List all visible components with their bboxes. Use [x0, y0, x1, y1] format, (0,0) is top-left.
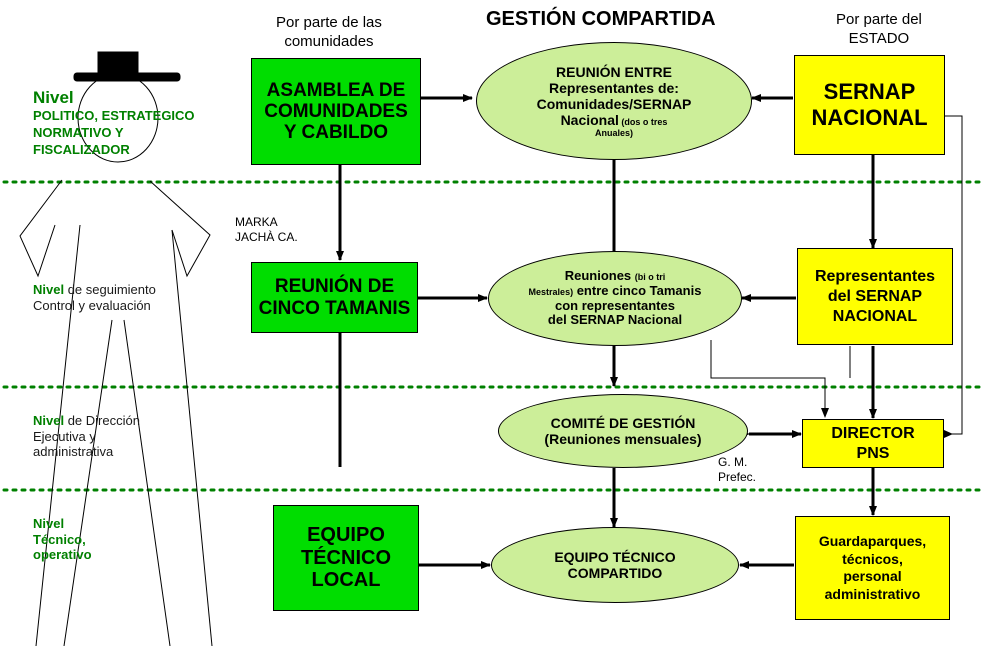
level-direccion-rest: de Dirección — [64, 413, 140, 428]
arrows — [336, 94, 877, 569]
reunion-entre-line2: Representantes de: — [549, 79, 679, 96]
level-seguimiento-line2: Control y evaluación — [33, 297, 151, 313]
reunion-entre-line4: Nacional — [560, 111, 619, 128]
hat-brim — [73, 72, 181, 82]
equipo-compartido-ellipse: EQUIPO TÉCNICO COMPARTIDO — [491, 527, 739, 603]
left-leg-inner — [63, 319, 113, 646]
sernap-nacional-box: SERNAP NACIONAL — [794, 55, 945, 155]
level-tecnico-word: Nivel — [33, 516, 65, 531]
reuniones-line1-small: (bi o tri — [634, 271, 666, 282]
level-politico-line2: NORMATIVO Y — [33, 124, 124, 140]
level-tecnico-line3: operativo — [33, 547, 92, 563]
cinco-tamanis-line2: CINCO TAMANIS — [258, 297, 411, 319]
left-leg-outer — [35, 224, 81, 646]
communities-header-line2: comunidades — [284, 32, 374, 50]
hat-crown — [97, 51, 139, 77]
left-arm — [19, 179, 63, 278]
reuniones-line2-small: Mestrales) — [528, 286, 574, 297]
representantes-sernap-box: Representantes del SERNAP NACIONAL — [797, 248, 953, 345]
guardaparques-line2: técnicos, — [842, 550, 903, 567]
asamblea-line3: Y CABILDO — [283, 122, 389, 144]
representantes-line3: NACIONAL — [832, 307, 918, 325]
sernap-line2: NACIONAL — [811, 105, 928, 130]
state-header-line1: Por parte del — [836, 11, 922, 28]
state-header-line2: ESTADO — [848, 29, 910, 47]
human-figure — [19, 51, 213, 646]
level-politico-line1: POLITICO, ESTRATEGICO — [33, 108, 195, 123]
guardaparques-line1: Guardaparques, — [818, 533, 927, 549]
gm-annotation: G. M. Prefec. — [718, 455, 756, 485]
guardaparques-line3: personal — [843, 568, 902, 584]
right-leg-outer — [171, 229, 213, 646]
level-politico: Nivel POLITICO, ESTRATEGICO NORMATIVO Y … — [33, 88, 195, 159]
level-direccion: Nivel de Dirección Ejecutiva y administr… — [33, 413, 140, 460]
thin-arrowheads — [821, 408, 953, 438]
equipo-local-line1: EQUIPO — [307, 524, 385, 547]
marka-line2: JACHÀ CA. — [235, 230, 298, 244]
level-tecnico: Nivel Técnico, operativo — [33, 516, 92, 563]
gm-line2: Prefec. — [718, 470, 757, 484]
equipo-local-line2: TÉCNICO — [301, 546, 391, 569]
reuniones-line1: Reuniones — [564, 267, 635, 283]
level-direccion-word: Nivel — [33, 413, 65, 428]
equipo-compartido-line2: COMPARTIDO — [567, 565, 663, 581]
asamblea-line1: ASAMBLEA DE — [266, 79, 406, 101]
cinco-tamanis-line1: REUNIÓN DE — [274, 276, 395, 298]
reunion-entre-line5-small: Anuales) — [594, 128, 633, 139]
reuniones-line4: del SERNAP Nacional — [547, 312, 683, 328]
guardaparques-box: Guardaparques, técnicos, personal admini… — [795, 516, 950, 620]
asamblea-line2: COMUNIDADES — [264, 100, 408, 122]
level-direccion-line2: Ejecutiva y — [33, 428, 96, 444]
level-direccion-line3: administrativa — [33, 444, 114, 460]
communities-header: Por parte de las comunidades — [276, 14, 382, 52]
sernap-line1: SERNAP — [823, 78, 916, 104]
level-politico-line3: FISCALIZADOR — [33, 141, 130, 157]
equipo-local-box: EQUIPO TÉCNICO LOCAL — [273, 505, 419, 611]
comite-line2: (Reuniones mensuales) — [544, 431, 702, 447]
level-tecnico-line2: Técnico, — [33, 531, 86, 547]
director-pns-box: DIRECTOR PNS — [802, 419, 944, 468]
head — [77, 73, 159, 163]
level-seguimiento: Nivel de seguimiento Control y evaluació… — [33, 282, 156, 313]
state-header: Por parte del ESTADO — [836, 11, 922, 49]
comite-ellipse: COMITÉ DE GESTIÓN (Reuniones mensuales) — [498, 394, 748, 468]
representantes-line1: Representantes — [814, 267, 936, 285]
equipo-local-line3: LOCAL — [311, 569, 381, 592]
director-line1: DIRECTOR — [831, 425, 915, 443]
communities-header-line1: Por parte de las — [276, 14, 382, 31]
equipo-compartido-line1: EQUIPO TÉCNICO — [554, 548, 676, 565]
thin-connectors — [710, 115, 963, 435]
marka-annotation: MARKA JACHÀ CA. — [235, 215, 298, 245]
guardaparques-line4: administrativo — [824, 585, 921, 602]
cinco-tamanis-box: REUNIÓN DE CINCO TAMANIS — [251, 262, 418, 333]
reuniones-ellipse: Reuniones (bi o tri Mestrales) entre cin… — [488, 251, 742, 346]
marka-line1: MARKA — [235, 215, 278, 229]
reunion-entre-line1: REUNIÓN ENTRE — [556, 63, 672, 80]
level-seguimiento-word: Nivel — [33, 282, 65, 297]
gm-line1: G. M. — [718, 455, 748, 469]
right-arm — [149, 180, 211, 278]
asamblea-box: ASAMBLEA DE COMUNIDADES Y CABILDO — [251, 58, 421, 165]
representantes-line2: del SERNAP — [827, 287, 923, 305]
director-line2: PNS — [856, 444, 890, 462]
level-politico-word: Nivel — [33, 88, 74, 107]
level-seguimiento-rest: de seguimiento — [64, 282, 156, 297]
reuniones-line3: con representantes — [555, 297, 675, 313]
right-leg-inner — [123, 319, 171, 646]
comite-line1: COMITÉ DE GESTIÓN — [550, 414, 696, 431]
diagram-title: GESTIÓN COMPARTIDA — [486, 8, 716, 30]
reunion-entre-line4-small: (dos o tres — [618, 116, 668, 127]
reunion-entre-line3: Comunidades/SERNAP — [536, 95, 692, 112]
reuniones-line2: entre cinco Tamanis — [573, 282, 702, 298]
level-separators — [2, 180, 982, 492]
reunion-entre-ellipse: REUNIÓN ENTRE Representantes de: Comunid… — [476, 42, 752, 160]
